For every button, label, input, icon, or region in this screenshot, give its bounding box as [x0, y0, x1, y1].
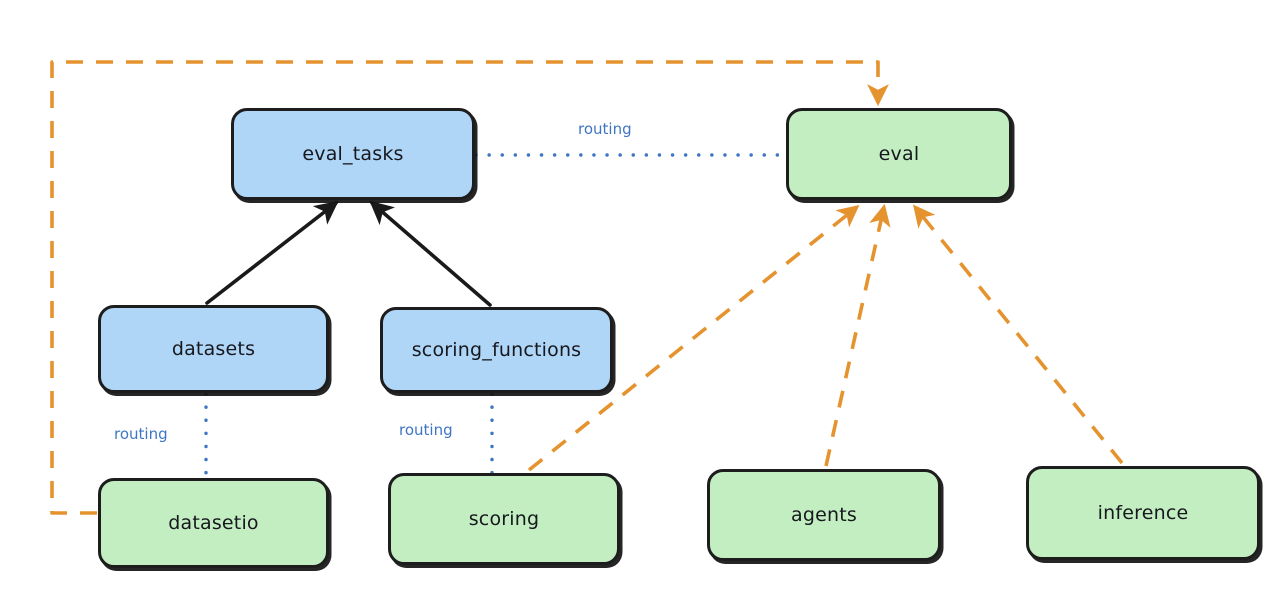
edge-agents-to-eval [824, 203, 891, 467]
edge-inference-to-eval [913, 204, 1124, 465]
node-eval-label: eval [878, 143, 920, 165]
edge-label-routing-eval-tasks: routing [578, 120, 632, 138]
node-datasetio[interactable]: datasetio [98, 478, 329, 568]
edge-scoring-functions-to-eval-tasks [369, 200, 492, 307]
node-agents[interactable]: agents [707, 469, 941, 561]
node-agents-label: agents [791, 504, 857, 526]
node-inference-label: inference [1097, 502, 1189, 524]
node-eval-tasks[interactable]: eval_tasks [231, 108, 475, 200]
edge-scoring-to-eval [527, 205, 860, 472]
edge-label-routing-datasets: routing [114, 425, 168, 443]
edge-datasetio-to-eval [50, 60, 889, 515]
node-eval-tasks-label: eval_tasks [302, 143, 404, 165]
node-scoring-functions[interactable]: scoring_functions [380, 307, 613, 393]
node-scoring-label: scoring [468, 508, 540, 530]
edge-label-routing-scoring-functions: routing [399, 421, 453, 439]
node-datasets-label: datasets [171, 338, 256, 360]
node-eval[interactable]: eval [786, 108, 1012, 200]
node-inference[interactable]: inference [1026, 466, 1260, 560]
node-datasetio-label: datasetio [168, 512, 259, 534]
node-scoring-functions-label: scoring_functions [411, 339, 582, 361]
edge-datasets-to-eval-tasks [205, 200, 339, 305]
node-scoring[interactable]: scoring [388, 473, 620, 565]
node-datasets[interactable]: datasets [98, 305, 329, 393]
